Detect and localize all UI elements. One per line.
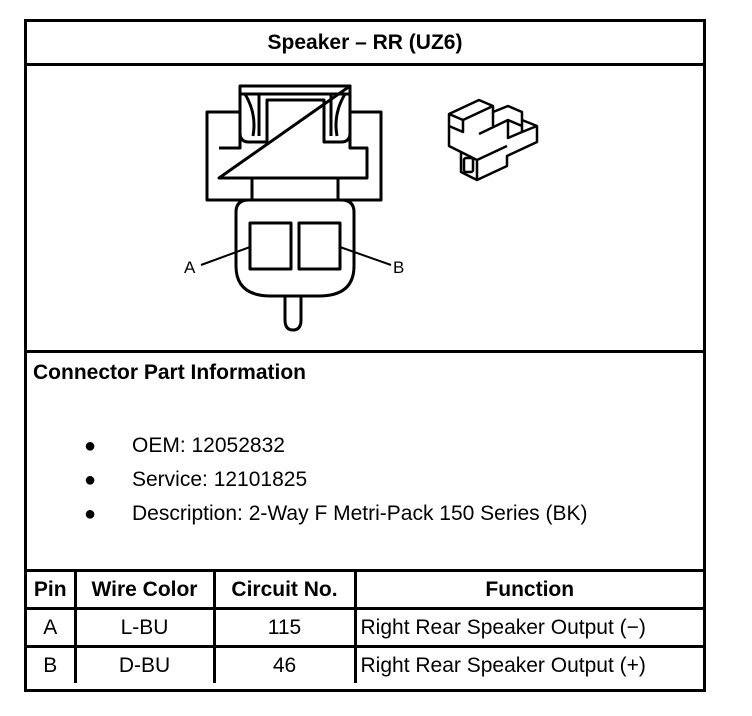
- header-circuit-no: Circuit No.: [212, 572, 357, 610]
- connector-diagram: A B: [27, 66, 703, 353]
- cell-function: Right Rear Speaker Output (+): [353, 645, 703, 683]
- pinout-table: Pin Wire Color Circuit No. Function A L-…: [27, 572, 703, 683]
- latch-detail: [238, 86, 352, 144]
- header-wire-color: Wire Color: [73, 572, 216, 610]
- cell-wire-color: D-BU: [73, 645, 216, 683]
- connector-part-information: Connector Part Information ● OEM: 120528…: [27, 353, 703, 572]
- pin-label-b: B: [393, 258, 404, 277]
- cavity-b: [297, 221, 342, 271]
- bullet-icon: ●: [84, 469, 97, 491]
- connector-iso-view: [447, 98, 539, 182]
- table-row: B D-BU 46 Right Rear Speaker Output (+): [27, 645, 703, 683]
- cell-function: Right Rear Speaker Output (−): [353, 607, 703, 648]
- cell-pin: B: [27, 645, 77, 683]
- cavity-a: [248, 221, 293, 271]
- bottom-peg: [283, 296, 303, 332]
- table-row: A L-BU 115 Right Rear Speaker Output (−): [27, 607, 703, 648]
- info-item-text: OEM: 12052832: [132, 434, 285, 457]
- cell-wire-color: L-BU: [73, 607, 216, 648]
- cell-circuit-no: 115: [212, 607, 357, 648]
- cell-circuit-no: 46: [212, 645, 357, 683]
- pin-label-a: A: [184, 258, 196, 277]
- leader-line-b: [339, 246, 392, 266]
- info-item-text: Description: 2-Way F Metri-Pack 150 Seri…: [132, 502, 588, 525]
- sheet-title-text: Speaker – RR (UZ6): [267, 30, 463, 54]
- bullet-icon: ●: [84, 503, 97, 525]
- header-function: Function: [353, 572, 703, 610]
- connector-info-heading: Connector Part Information: [33, 361, 307, 384]
- header-pin: Pin: [27, 572, 77, 610]
- info-item-text: Service: 12101825: [132, 468, 308, 491]
- mating-body: [234, 198, 356, 298]
- latch-ramp-left: [243, 93, 261, 137]
- connector-sheet: Speaker – RR (UZ6) A B: [24, 19, 706, 692]
- housing-neck: [250, 178, 340, 200]
- leader-line-a: [200, 246, 251, 266]
- sheet-title: Speaker – RR (UZ6): [27, 22, 703, 66]
- housing-outline: [205, 84, 383, 202]
- cell-pin: A: [27, 607, 77, 648]
- bullet-icon: ●: [84, 435, 97, 457]
- latch-ramp-right: [329, 93, 347, 137]
- table-header-row: Pin Wire Color Circuit No. Function: [27, 572, 703, 610]
- connector-face-view: A B: [184, 84, 539, 332]
